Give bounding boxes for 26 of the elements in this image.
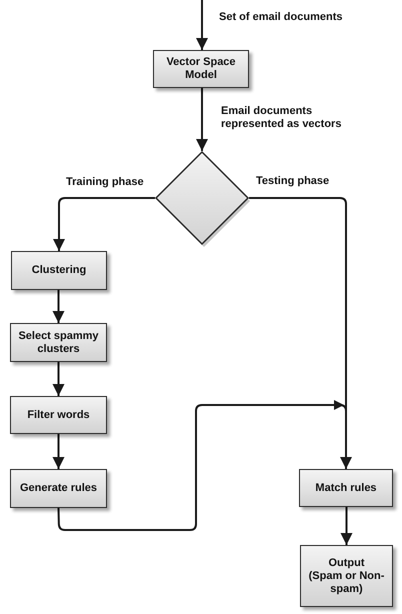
edge-label: Testing phase xyxy=(256,175,330,188)
arrow xyxy=(52,434,64,469)
process-box xyxy=(10,396,107,434)
arrow xyxy=(52,362,64,396)
arrow xyxy=(52,290,64,323)
box-label: Clustering xyxy=(32,264,86,277)
box-label: Filter words xyxy=(27,408,90,422)
arrow xyxy=(196,88,208,151)
box-label: Vector Space Model xyxy=(165,56,237,82)
edge-label: Training phase xyxy=(66,176,144,189)
process-box xyxy=(299,469,393,507)
box-label: Select spammy clusters xyxy=(17,330,100,356)
arrow xyxy=(53,197,155,251)
process-box xyxy=(10,323,107,362)
box-label: Output xyxy=(328,556,365,570)
box-label: (Spam or Non-spam) xyxy=(308,570,386,596)
arrow xyxy=(340,507,352,545)
process-box xyxy=(11,251,107,290)
box-label: Generate rules xyxy=(20,482,98,495)
process-box xyxy=(10,469,107,508)
process-box xyxy=(153,50,249,88)
box-label: Match rules xyxy=(315,482,377,494)
arrow xyxy=(196,0,208,50)
arrow xyxy=(249,197,352,469)
decision-diamond xyxy=(155,151,249,245)
process-box xyxy=(300,545,393,607)
